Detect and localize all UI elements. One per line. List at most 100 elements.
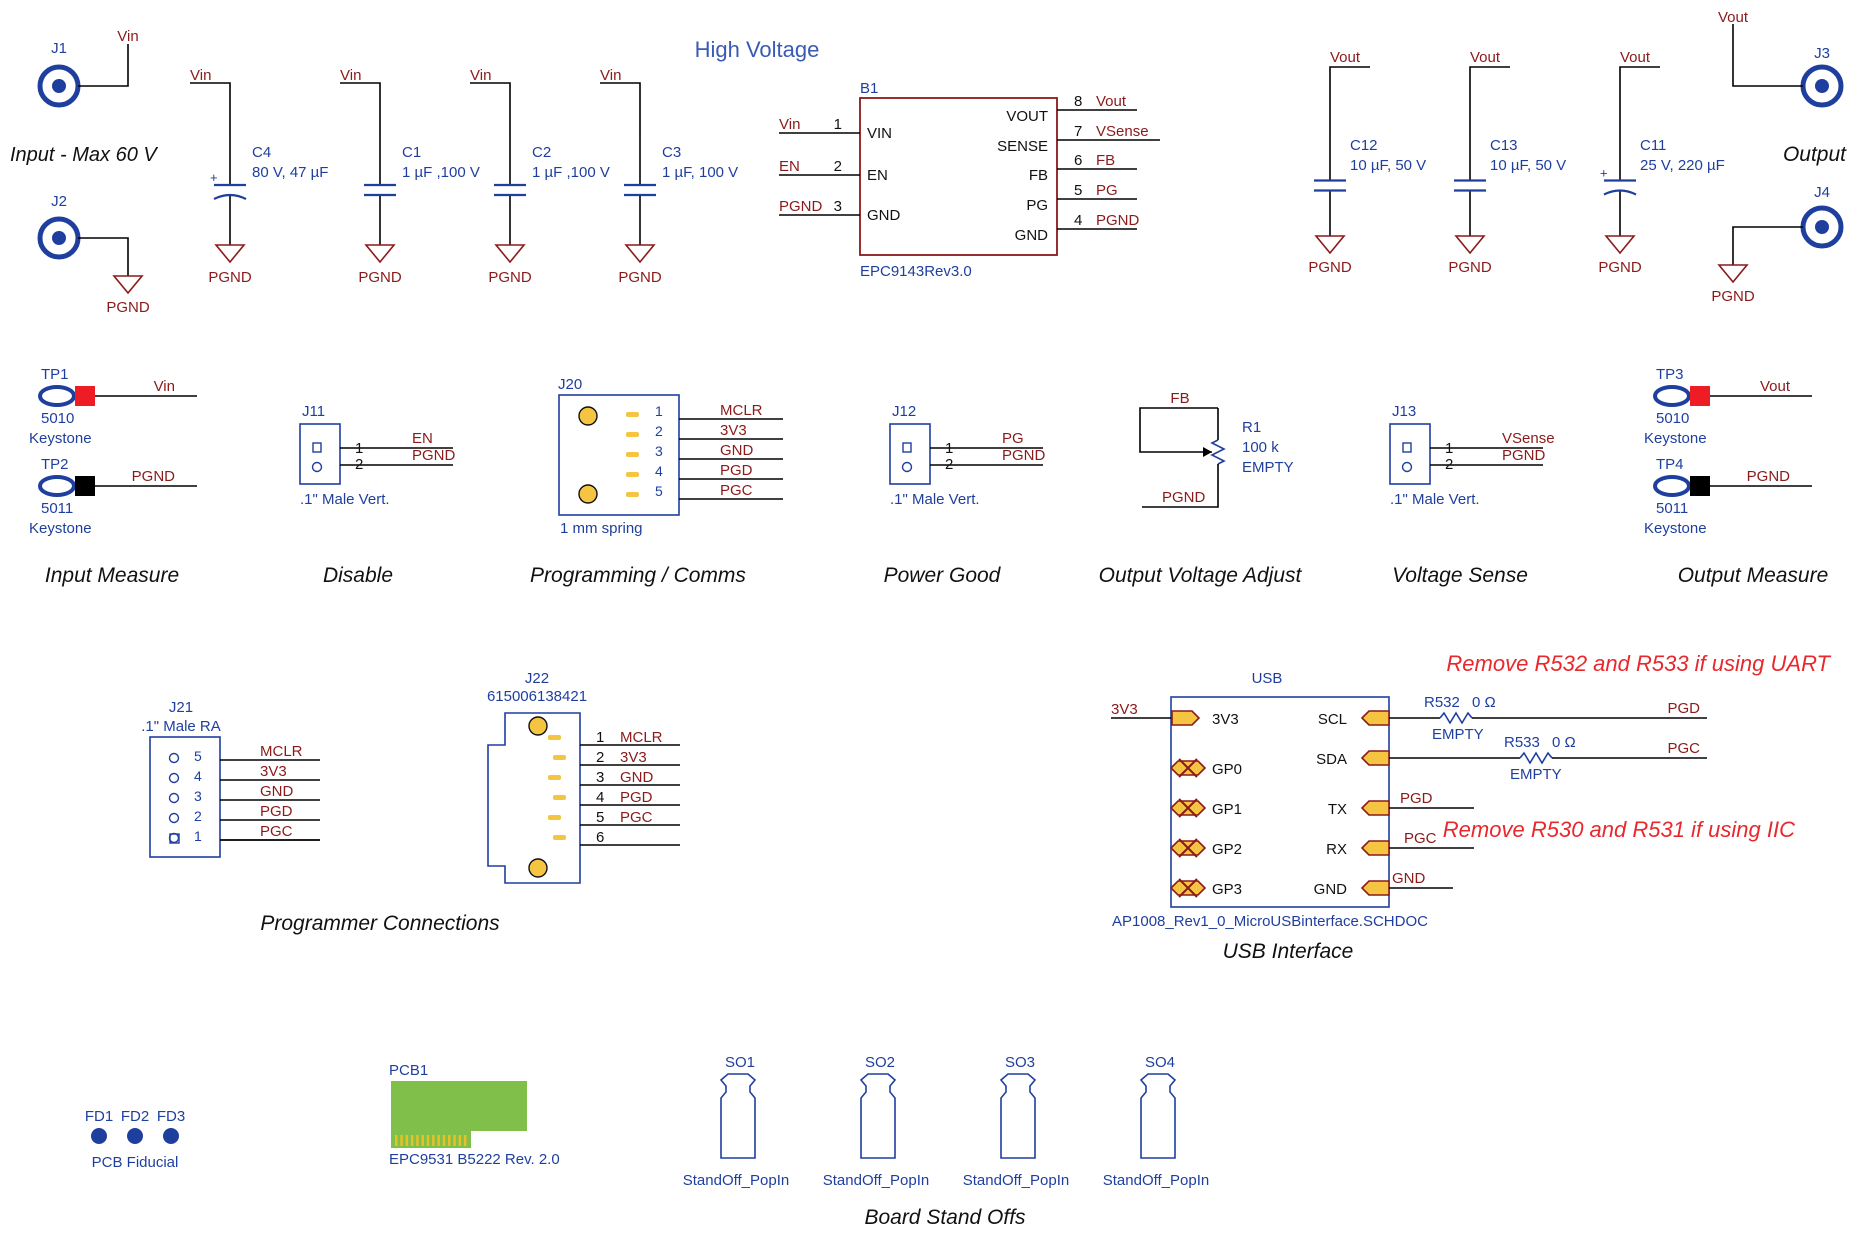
net-label: Vin (779, 116, 800, 133)
label: EPC9531 B5222 Rev. 2.0 (389, 1151, 560, 1168)
spring-pin-icon (548, 735, 561, 740)
header-body (889, 423, 931, 485)
test-point-body-icon (1690, 476, 1710, 496)
net-label: GND (260, 783, 294, 800)
sheet-port-icon (1360, 840, 1390, 856)
pin-number: 3 (596, 769, 604, 786)
wire (1619, 66, 1660, 135)
polarity-plus-icon: + (1600, 166, 1608, 181)
label: R533 (1504, 734, 1540, 751)
pin-name: PG (1026, 197, 1048, 214)
pin-name: GND (867, 207, 901, 224)
net-label: PGD (720, 462, 753, 479)
label: J22 (525, 670, 549, 687)
pcb-contact-icon (405, 1135, 409, 1146)
fiducial-ref: FD2 (121, 1108, 149, 1125)
net-label: PGND (412, 447, 456, 464)
net-label: MCLR (620, 729, 663, 746)
label: C4 (252, 144, 271, 161)
net-label: PGD (260, 803, 293, 820)
label: 80 V, 47 µF (252, 164, 328, 181)
label: C13 (1490, 137, 1518, 154)
net-label: PGND (1002, 447, 1046, 464)
sheet-port-icon (1360, 800, 1390, 816)
net-label: PGD (1400, 790, 1433, 807)
net-label: Vout (1620, 49, 1651, 66)
label: J4 (1814, 184, 1830, 201)
no-connect-icon (1178, 878, 1198, 898)
middle-connector-section: TP15010KeystoneVinTP25011KeystonePGNDTP3… (29, 366, 1828, 587)
standoff-icon (719, 1073, 757, 1159)
net-label: MCLR (720, 402, 763, 419)
pin-number: 2 (1445, 456, 1453, 473)
ground-symbol (364, 244, 396, 264)
pcb-contact-icon (426, 1135, 430, 1146)
label: 25 V, 220 µF (1640, 157, 1725, 174)
jack-center-icon (1815, 220, 1829, 234)
label: .1" Male Vert. (300, 491, 390, 508)
pcb-contact-icon (400, 1135, 403, 1146)
net-label: PGND (618, 269, 662, 286)
spring-pin-icon (626, 412, 639, 417)
section-caption: Power Good (884, 564, 1002, 587)
polarity-plus-icon: + (210, 170, 218, 185)
net-label: PGC (1667, 740, 1700, 757)
net-label: PGND (358, 269, 402, 286)
pcb-board-icon (391, 1081, 527, 1148)
resistor-zigzag-icon (1519, 751, 1553, 765)
sheet-file: AP1008_Rev1_0_MicroUSBinterface.SCHDOC (1112, 913, 1428, 930)
wire (1732, 24, 1803, 87)
wire (78, 44, 129, 87)
spring-pin-icon (626, 432, 639, 437)
input-caption: Input - Max 60 V (10, 144, 158, 166)
net-label: VSense (1502, 430, 1555, 447)
ground-symbol (494, 244, 526, 264)
test-point-body-icon (75, 386, 95, 406)
no-connect-icon (1178, 838, 1198, 858)
port-label: 3V3 (1212, 711, 1239, 728)
label: TP1 (41, 366, 69, 383)
jack-center-icon (52, 79, 66, 93)
label: PCB1 (389, 1062, 428, 1079)
pin-number: 1 (1445, 440, 1453, 457)
net-label: Vin (154, 378, 175, 395)
label: 5010 (1656, 410, 1689, 427)
pin-name: SENSE (997, 138, 1048, 155)
pin-number: 1 (194, 828, 202, 844)
wire (1142, 464, 1219, 508)
port-label: RX (1326, 841, 1347, 858)
section-caption: Voltage Sense (1392, 564, 1528, 587)
usb-section: USBAP1008_Rev1_0_MicroUSBinterface.SCHDO… (1111, 651, 1832, 963)
net-label: GND (620, 769, 654, 786)
port-label: GP3 (1212, 881, 1242, 898)
wire (1329, 66, 1370, 135)
net-label: PGC (620, 809, 653, 826)
label: 0 Ω (1552, 734, 1576, 751)
fiducial-ref: FD1 (85, 1108, 113, 1125)
net-label: Vin (340, 67, 361, 84)
header-body (558, 394, 680, 516)
pcb-contact-icon (448, 1135, 451, 1146)
label: J21 (169, 699, 193, 716)
section-caption: Output Measure (1678, 564, 1829, 587)
pcb-contact-icon (463, 1135, 467, 1146)
header-body (149, 736, 221, 858)
mount-hole-icon (578, 484, 598, 504)
label: C3 (662, 144, 681, 161)
port-label: GP1 (1212, 801, 1242, 818)
port-label: SDA (1316, 751, 1347, 768)
resistor-zigzag-icon (1439, 711, 1473, 725)
label: C1 (402, 144, 421, 161)
net-label: MCLR (260, 743, 303, 760)
standoff-icon (859, 1073, 897, 1159)
